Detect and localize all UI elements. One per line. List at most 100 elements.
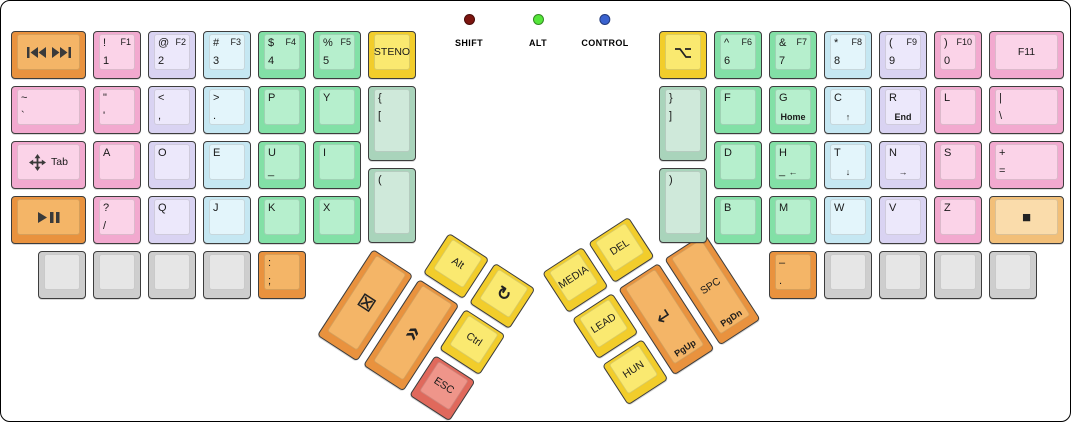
key-slash[interactable]: ?/ (93, 196, 141, 244)
keycap-top: T↓ (830, 144, 866, 180)
key-label-bc: ↓ (845, 167, 851, 177)
key-i[interactable]: I (313, 141, 361, 189)
keycap-top: K (264, 199, 300, 235)
key-label-bl: 3 (213, 55, 220, 67)
key-label-tl: | (999, 92, 1002, 104)
key-k[interactable]: K (258, 196, 306, 244)
keycap-top: >. (209, 89, 245, 125)
keycap-top: ■ (995, 199, 1058, 235)
key-v[interactable]: V (879, 196, 927, 244)
key-blank[interactable] (93, 251, 141, 299)
key-label-bl: 5 (323, 55, 330, 67)
key-left-brace[interactable]: {[ (368, 86, 416, 161)
key-equals[interactable]: += (989, 141, 1064, 189)
key-u[interactable]: U_ (258, 141, 306, 189)
key-steno[interactable]: STENO (368, 31, 416, 79)
key-c[interactable]: C↑ (824, 86, 872, 134)
key-comma[interactable]: <, (148, 86, 196, 134)
keycap-top: DEL (594, 222, 645, 273)
key-blank[interactable] (38, 251, 86, 299)
key-label-bc: ← (788, 167, 798, 177)
keycap-top (830, 254, 866, 290)
key-f[interactable]: F (714, 86, 762, 134)
key-label-bl: 7 (779, 55, 786, 67)
key-label-tl: < (158, 92, 165, 104)
key-label-bl: / (103, 220, 107, 232)
key-right-brace[interactable]: }] (659, 86, 707, 161)
keycap-top: ESC (419, 360, 469, 411)
key-grave[interactable]: ~` (11, 86, 86, 134)
key-label-bl: , (158, 110, 162, 122)
keycap-top: STENO (374, 34, 410, 70)
key-media-play-pause[interactable] (11, 196, 86, 244)
key-tab[interactable]: Tab (11, 141, 86, 189)
key-f11[interactable]: F11 (989, 31, 1064, 79)
key-o[interactable]: O (148, 141, 196, 189)
keycap-top: Q (154, 199, 190, 235)
key-label-tl: } (669, 92, 673, 104)
key-blank[interactable] (879, 251, 927, 299)
key-left-paren[interactable]: ( (368, 168, 416, 243)
keycap-top: Tab (17, 144, 80, 180)
key-blank[interactable] (203, 251, 251, 299)
key-media-stop[interactable]: ■ (989, 196, 1064, 244)
key-e[interactable]: E (203, 141, 251, 189)
key-media-prev-next[interactable] (11, 31, 86, 79)
key-l[interactable]: L (934, 86, 982, 134)
key-z[interactable]: Z (934, 196, 982, 244)
key-label-bc: End (894, 112, 912, 122)
key-a[interactable]: A (93, 141, 141, 189)
key-right-paren[interactable]: ) (659, 168, 707, 243)
key-d[interactable]: D (714, 141, 762, 189)
key-label-tl: : (268, 257, 272, 269)
keycap-top: |\ (995, 89, 1058, 125)
key-blank[interactable] (148, 251, 196, 299)
keycap-top: :; (264, 254, 300, 290)
key-label-tl: O (158, 147, 167, 159)
key-period[interactable]: >. (203, 86, 251, 134)
key-quote[interactable]: "' (93, 86, 141, 134)
key-blank[interactable] (934, 251, 982, 299)
key-semicolon[interactable]: :; (258, 251, 306, 299)
key-p[interactable]: P (258, 86, 306, 134)
key-x[interactable]: X (313, 196, 361, 244)
key-label-c: Alt (449, 254, 467, 272)
keycap-top: ) (665, 171, 701, 234)
key-label-tl: + (999, 147, 1006, 159)
key-h[interactable]: H_← (769, 141, 817, 189)
key-s[interactable]: S (934, 141, 982, 189)
key-n[interactable]: N→ (879, 141, 927, 189)
key-t[interactable]: T↓ (824, 141, 872, 189)
layer-toggle-icon (673, 45, 693, 60)
key-m[interactable]: M (769, 196, 817, 244)
alt-indicator: ALT (529, 14, 547, 48)
key-dash-period[interactable]: –. (769, 251, 817, 299)
key-y[interactable]: Y (313, 86, 361, 134)
key-w[interactable]: W (824, 196, 872, 244)
key-blank[interactable] (989, 251, 1037, 299)
key-blank[interactable] (824, 251, 872, 299)
key-layer-toggle[interactable] (659, 31, 707, 79)
keycap-top (17, 199, 80, 235)
key-q[interactable]: Q (148, 196, 196, 244)
key-b[interactable]: B (714, 196, 762, 244)
key-label-bl: ] (669, 110, 673, 122)
key-backslash[interactable]: |\ (989, 86, 1064, 134)
key-j[interactable]: J (203, 196, 251, 244)
keycap-top: LEAD (578, 298, 629, 349)
key-label-bl: [ (378, 110, 382, 122)
